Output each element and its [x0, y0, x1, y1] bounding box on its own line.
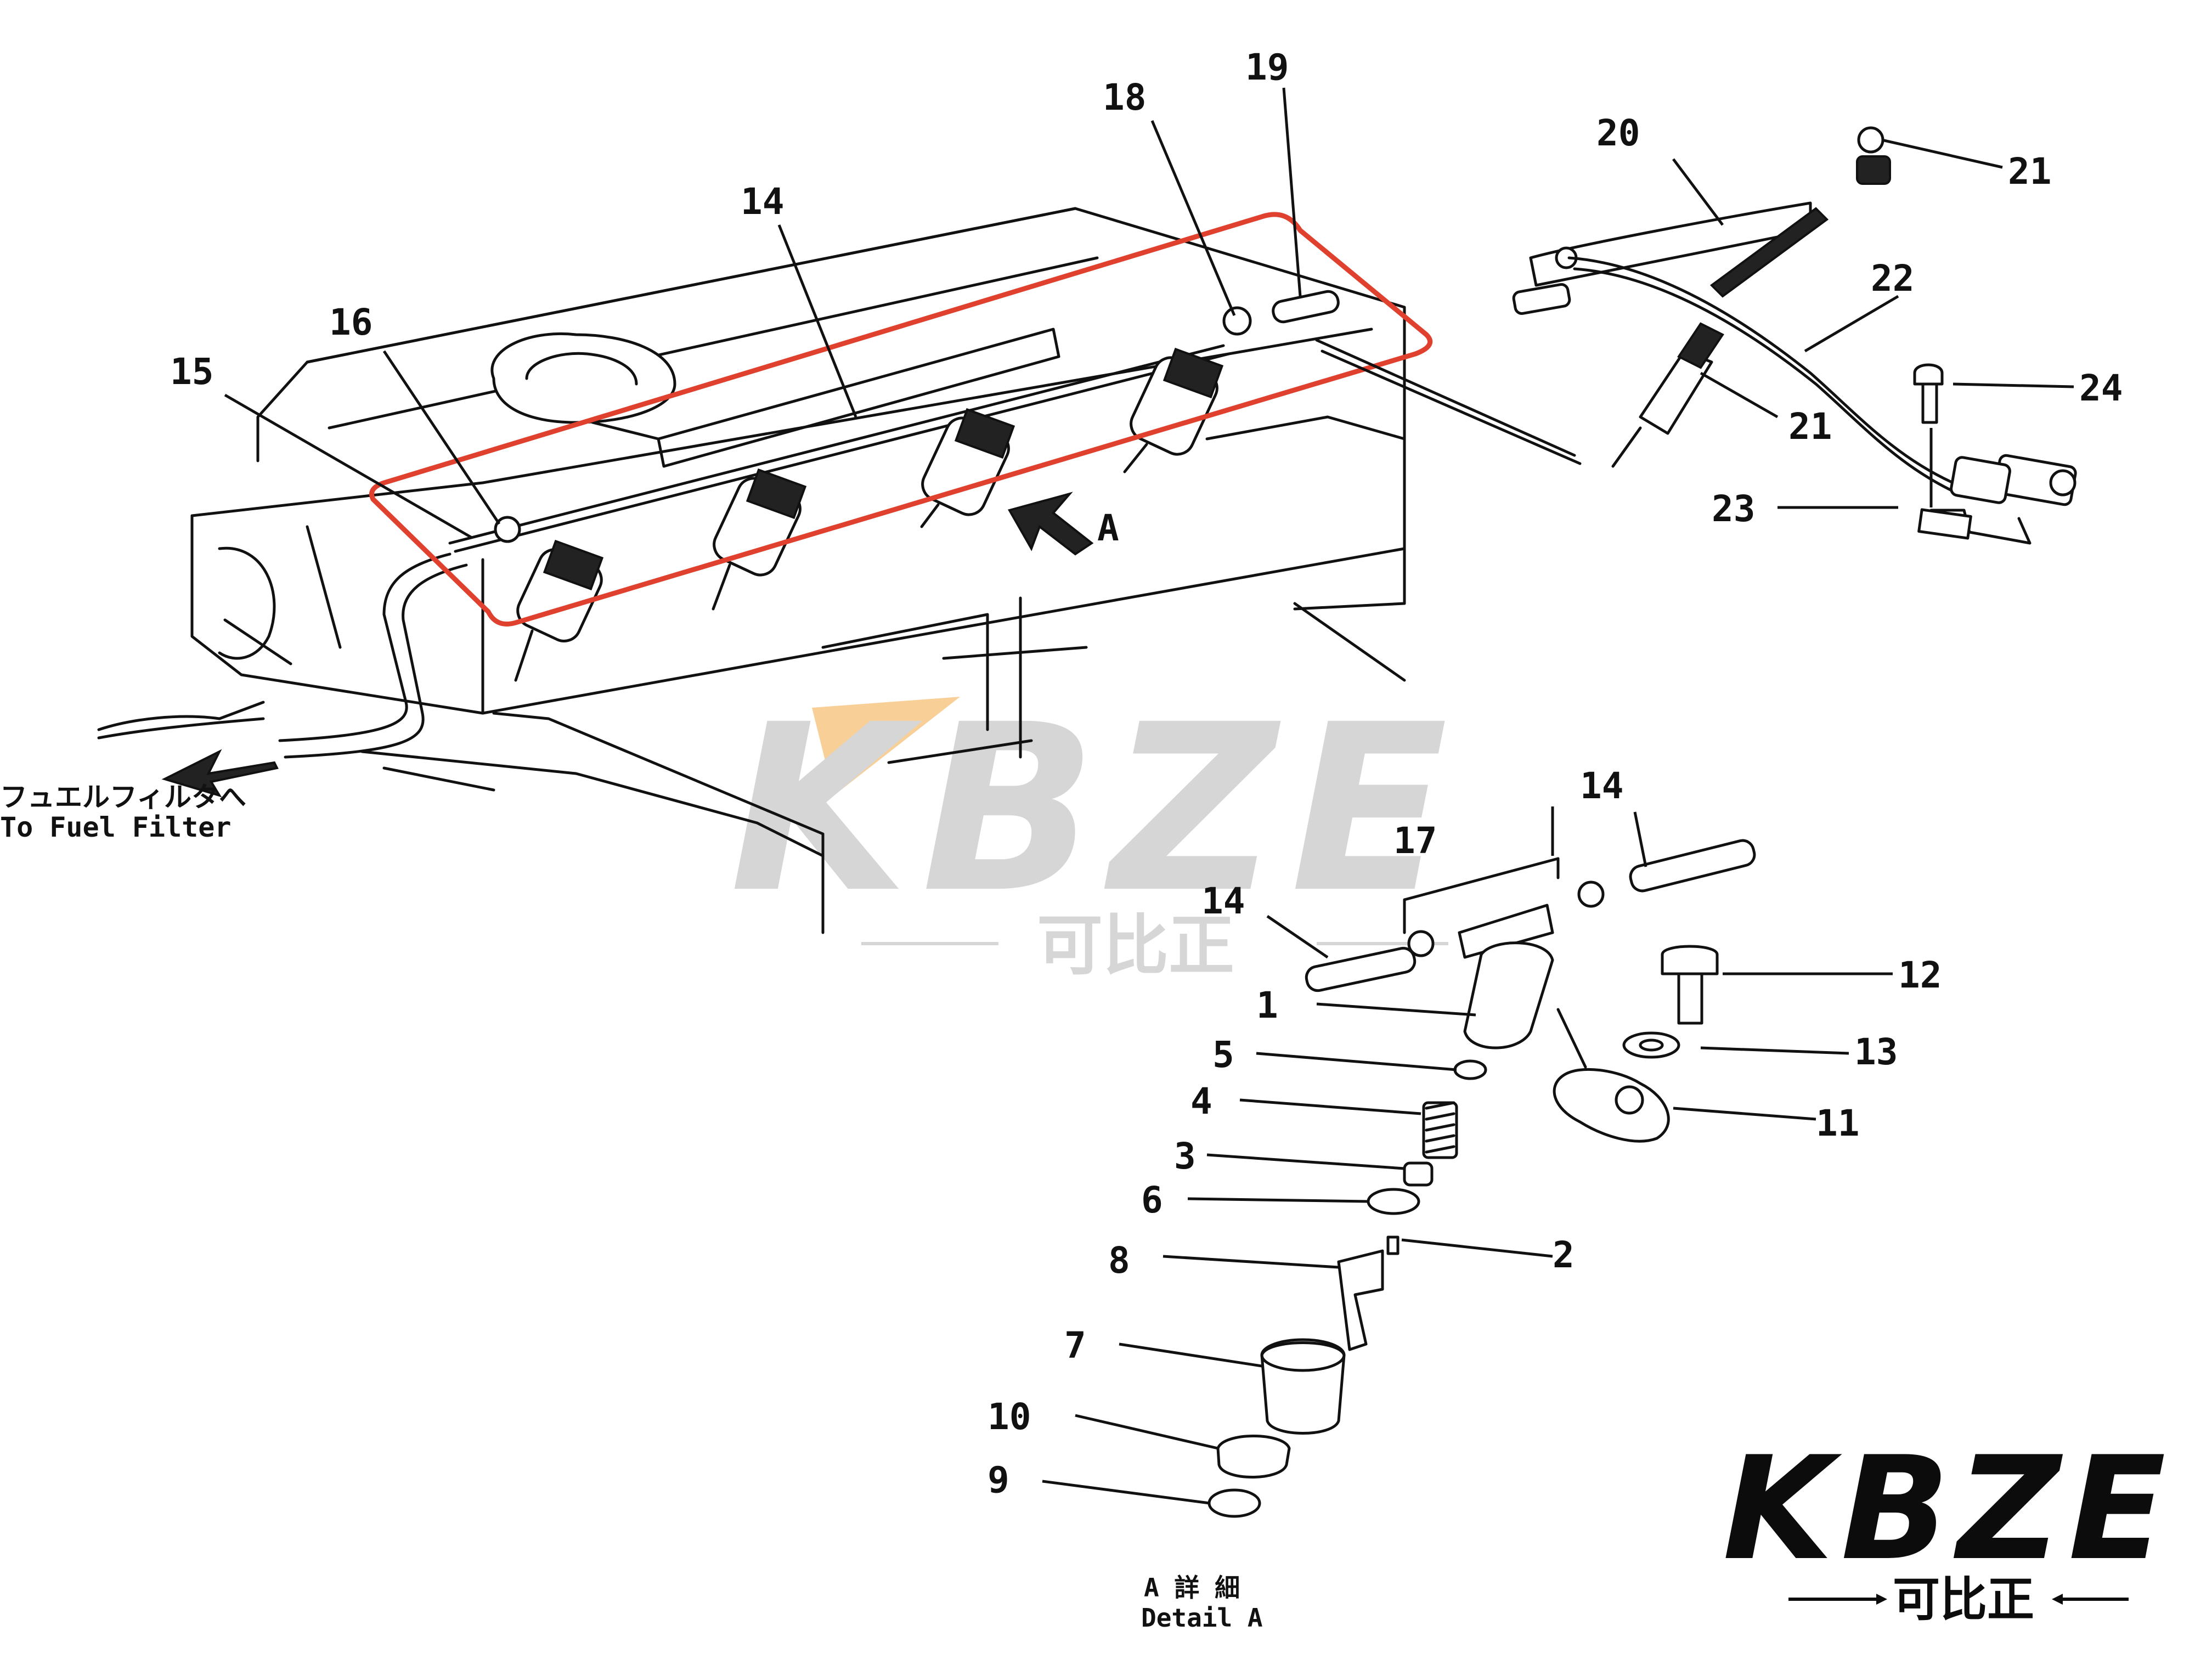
- callout-12: 12: [1898, 954, 1942, 996]
- engine-cylinder-head: [190, 207, 1406, 934]
- callout-15: 15: [170, 351, 213, 393]
- callout-16: 16: [329, 301, 373, 343]
- callout-11: 11: [1816, 1102, 1859, 1144]
- fuel-flow-arrow-icon: [161, 749, 279, 798]
- callout-20: 20: [1596, 112, 1640, 154]
- logo-brand: KBZE: [1723, 1426, 2174, 1592]
- detail-a-caption-en: Detail A: [1141, 1603, 1263, 1633]
- callout-22: 22: [1871, 257, 1914, 300]
- callout-17: 17: [1393, 820, 1437, 862]
- callout-7: 7: [1064, 1324, 1086, 1367]
- fuel-return-pipe: [97, 552, 468, 798]
- watermark-cn: 可比正: [1037, 908, 1234, 984]
- watermark: KBZE 可比正: [730, 675, 1461, 984]
- callout-13: 13: [1854, 1031, 1898, 1073]
- injector-3: [920, 408, 1015, 528]
- callout-4: 4: [1190, 1080, 1212, 1122]
- callout-9: 9: [988, 1459, 1009, 1501]
- callout-21-top: 21: [2008, 150, 2051, 193]
- injector-2: [712, 468, 807, 611]
- fuel-filter-note-en: To Fuel Filter: [0, 811, 231, 843]
- watermark-orange-accent: [812, 697, 960, 795]
- callout-2: 2: [1553, 1234, 1575, 1276]
- callout-6: 6: [1141, 1179, 1163, 1221]
- glow-plug-harness: [1315, 126, 2077, 545]
- fuel-filter-note-jp: フュエルフィルタへ: [0, 781, 246, 813]
- callout-14-top: 14: [741, 180, 784, 223]
- callout-14-right: 14: [1580, 765, 1623, 807]
- detail-a-caption: A 詳 細 Detail A: [1141, 1573, 1263, 1633]
- fuel-filter-note: フュエルフィルタへ To Fuel Filter: [0, 781, 246, 843]
- callout-24: 24: [2079, 367, 2123, 409]
- callout-18: 18: [1103, 76, 1146, 119]
- callout-23: 23: [1712, 488, 1755, 530]
- view-arrow-label: A: [1097, 507, 1119, 549]
- logo-cn: 可比正: [1893, 1572, 2034, 1627]
- callout-3: 3: [1174, 1135, 1196, 1177]
- view-arrow-a-icon: [1007, 492, 1094, 556]
- detail-a-exploded-view: [1207, 839, 1756, 1518]
- watermark-brand: KBZE: [730, 675, 1461, 944]
- detail-a-caption-jp: A 詳 細: [1144, 1573, 1240, 1602]
- callout-19: 19: [1245, 46, 1289, 88]
- callout-1: 1: [1256, 984, 1278, 1026]
- highlight-frame: [369, 212, 1433, 627]
- callout-5: 5: [1212, 1034, 1234, 1076]
- callout-labels: 14 15 16 18 19 20 21 22 21 24 23 14 17 1…: [170, 46, 2123, 1501]
- injector-row: A: [448, 290, 1340, 682]
- kbze-logo: KBZE 可比正: [1723, 1426, 2174, 1627]
- callout-8: 8: [1108, 1239, 1130, 1282]
- callout-leaders: [224, 87, 2074, 1505]
- callout-21-mid: 21: [1788, 405, 1832, 448]
- callout-14-left: 14: [1201, 880, 1245, 922]
- callout-10: 10: [988, 1396, 1031, 1438]
